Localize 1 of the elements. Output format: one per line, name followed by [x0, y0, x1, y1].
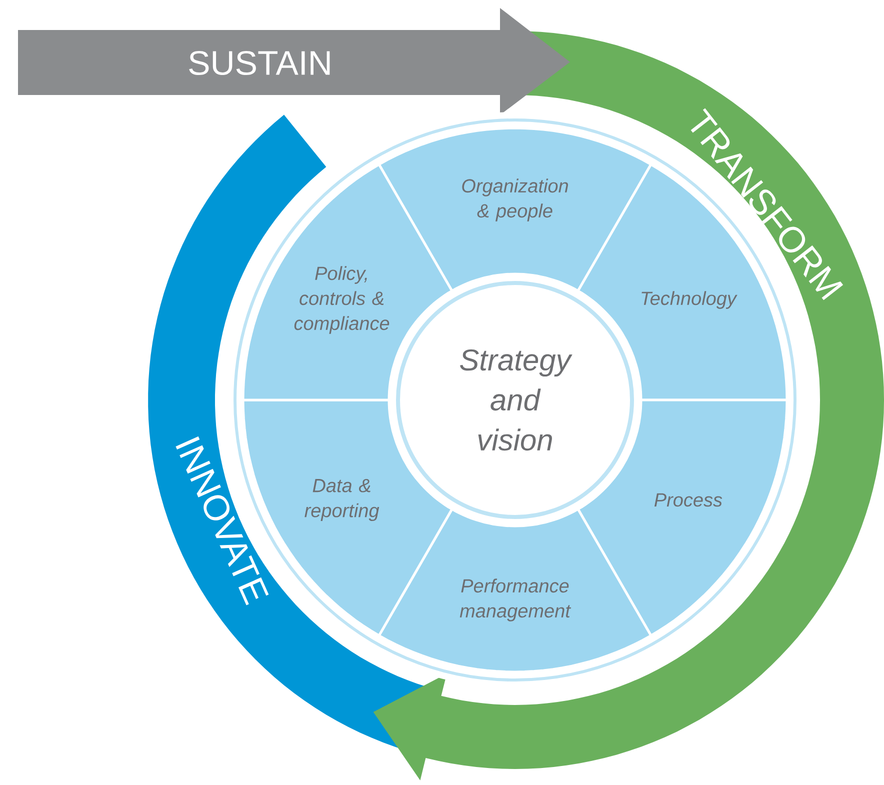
stage-banner: SUSTAIN: [18, 8, 570, 115]
